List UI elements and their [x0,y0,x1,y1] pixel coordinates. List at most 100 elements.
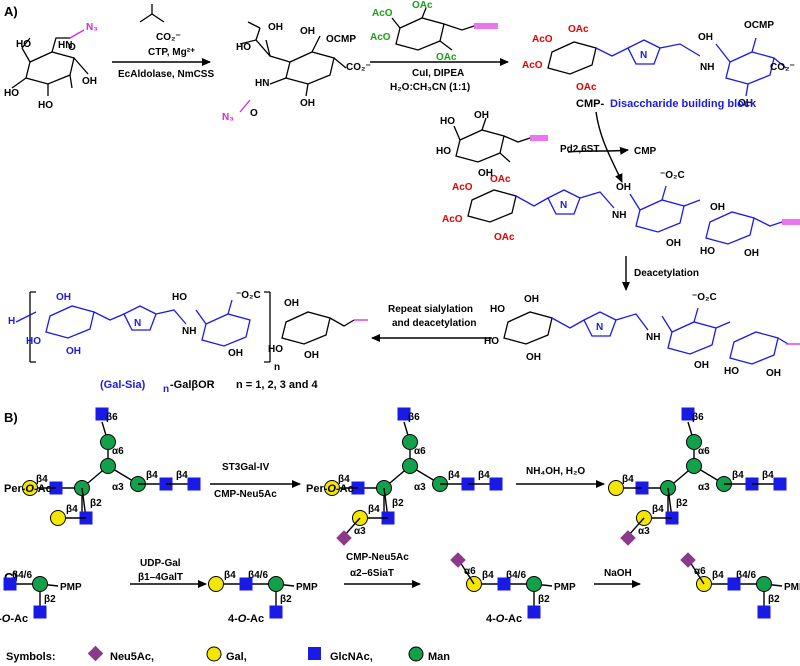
man-circle-icon [686,434,702,450]
svg-text:OAc: OAc [412,0,433,11]
svg-text:AcO: AcO [442,214,463,225]
svg-text:HO: HO [700,246,715,257]
glcnac-square-icon [489,477,503,491]
legend-neu5ac: Neu5Ac, [110,651,154,663]
gal-circle-icon [324,480,340,496]
svg-text:OH: OH [666,238,681,249]
linkage-b2: β2 [280,594,292,605]
product-formula: (Gal-Sia) [100,379,146,391]
glcnac-square-icon [269,605,283,619]
svg-text:AcO: AcO [522,60,543,71]
linkage-a3: α3 [698,482,710,493]
man-circle-icon [100,458,116,474]
svg-text:OH: OH [478,168,493,179]
pmp-aglycone-label: PMP [60,582,82,593]
protecting-group-label: Per-O-Ac [4,483,52,495]
linkage-b4: β4 [478,470,490,481]
cmp-byproduct: CMP [634,146,657,157]
svg-text:HO: HO [490,304,505,315]
pmp-aglycone-label: PMP [554,582,576,593]
svg-text:CO₂⁻: CO₂⁻ [156,32,181,43]
glycosidic-bond [689,561,705,585]
linkage-b2: β2 [44,594,56,605]
linkage-b4: β4 [66,504,78,515]
svg-text:NH: NH [700,62,714,73]
linkage-b4: β4 [224,570,236,581]
svg-text:OH: OH [304,350,319,361]
glcnac-square-icon [95,407,109,421]
svg-text:OH: OH [524,294,539,305]
polymer-product: n H OH HO OH N NH HO ⁻O₂C OH OH HO OH [8,290,368,373]
linkage-b2: β2 [768,594,780,605]
pmp-aglycone-label: PMP [296,582,318,593]
mannaz-structure: HO HO HO HN O OH N₃ [4,22,98,111]
svg-text:HO: HO [268,344,283,355]
man-circle-icon [526,576,542,592]
legend-glcnac: GlcNAc, [330,651,373,663]
neu5ac-diamond-icon [680,552,696,568]
svg-text:O: O [68,42,76,53]
linkage-b46: β4/6 [12,570,32,581]
glcnac-square-icon [527,605,541,619]
cond-c2-bottom: α2–6SiaT [350,568,394,579]
product-subscript: n [163,384,169,395]
glcnac-square-icon [308,647,321,660]
svg-text:OAc: OAc [436,52,457,63]
svg-text:HO: HO [38,100,53,111]
svg-text:HO: HO [26,336,41,347]
gal-circle-icon [50,510,66,526]
glcnac-square-icon [727,577,741,591]
linkage-b2: β2 [538,594,550,605]
svg-text:N: N [134,318,141,329]
linkage-b4: β4 [448,470,460,481]
svg-text:OH: OH [694,360,709,371]
linkage-a3: α3 [638,526,650,537]
product-n-values: n = 1, 2, 3 and 4 [236,379,319,391]
pmp-aglycone-label: PMP [784,582,800,593]
cond-a1-top: CTP, Mg²⁺ [148,47,195,58]
linkage-a3: α3 [112,482,124,493]
linkage-b2: β2 [676,498,688,509]
cond-c2-top: CMP-Neu5Ac [346,552,409,563]
product-suffix: -GalβOR [170,379,215,391]
svg-text:CO₂⁻: CO₂⁻ [346,62,371,73]
svg-text:AcO: AcO [532,34,553,45]
linkage-a6: α6 [414,446,426,457]
linkage-b46: β4/6 [736,570,756,581]
linkage-a6: α6 [698,446,710,457]
cmp-neunaz-structure: HO OH OH OCMP CO₂⁻ HN OH O N₃ [222,21,371,123]
svg-text:AcO: AcO [452,182,473,193]
svg-text:N: N [560,200,567,211]
linkage-a3: α3 [354,526,366,537]
linkage-b2: β2 [90,498,102,509]
arrow-a3 [595,111,623,183]
neu5ac-diamond-icon [620,530,636,546]
man-circle-icon [408,646,424,662]
cond-c1-top: UDP-Gal [140,558,181,569]
linkage-b4: β4 [762,470,774,481]
glcnac-square-icon [757,605,771,619]
svg-text:OAc: OAc [576,82,597,93]
gal-acceptor-alkyne: HO OH HO OH [436,110,548,179]
pyruvate-structure: CO₂⁻ [139,4,181,43]
man-circle-icon [756,576,772,592]
glycan-c-container: PMPβ2β4/64-O-AcPMPβ2β4/6β44-O-AcPMPβ2β4/… [0,552,800,625]
cond-a4: Deacetylation [634,268,699,279]
linkage-b4: β4 [712,570,724,581]
linkage-b4: β4 [732,470,744,481]
glcnac-square-icon [773,477,787,491]
cmp-block-prefix: CMP- [576,98,604,110]
svg-text:OH: OH [268,22,283,33]
man-circle-icon [268,576,284,592]
cond-a2-bottom: H₂O:CH₃CN (1:1) [390,82,470,93]
svg-text:OH: OH [710,202,725,213]
protecting-group-label: 4-O-Ac [228,613,264,625]
glcnac-square-icon [239,577,253,591]
gal-circle-icon [608,480,624,496]
